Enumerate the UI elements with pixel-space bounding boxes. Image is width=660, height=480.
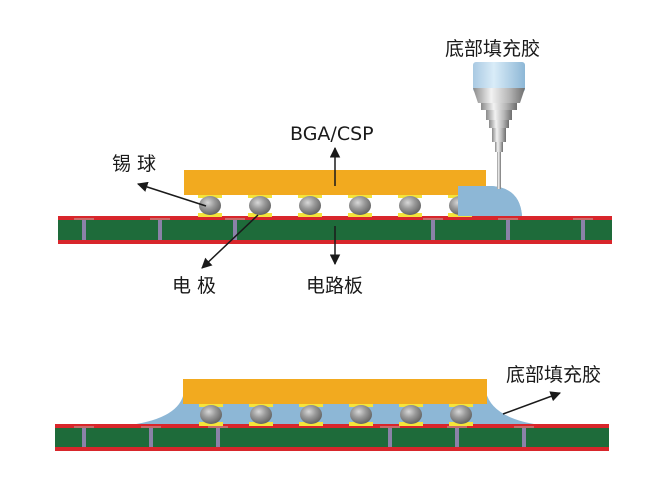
- label-bga-csp: BGA/CSP: [290, 123, 374, 145]
- via: [506, 220, 510, 240]
- via: [82, 428, 86, 447]
- solder-ball: [199, 196, 221, 215]
- via-pad: [225, 218, 245, 220]
- vias: [74, 426, 534, 447]
- label-circuit-board: 电路板: [306, 275, 363, 297]
- via-pad: [498, 218, 518, 220]
- via-pad: [141, 426, 161, 428]
- via-pad: [514, 426, 534, 428]
- solder-ball: [249, 196, 271, 215]
- solder-ball: [250, 405, 272, 424]
- solder-balls: [198, 195, 472, 217]
- label-dispenser-underfill: 底部填充胶: [445, 38, 540, 60]
- circuit-board-bottom: [55, 424, 609, 451]
- via-pad: [74, 218, 94, 220]
- label-underfill: 底部填充胶: [506, 364, 601, 386]
- top-panel: 底部填充胶 BGA/CSP 锡 球 电 极 电路板: [58, 38, 612, 297]
- via-pad: [423, 218, 443, 220]
- arrow-underfill: [502, 391, 561, 415]
- solder-ball: [399, 196, 421, 215]
- solder-ball: [349, 196, 371, 215]
- solder-balls: [199, 404, 473, 426]
- arrow-electrode: [201, 214, 259, 269]
- via-pad: [208, 426, 228, 428]
- arrow-solder-ball: [137, 181, 207, 207]
- dispenser-needle: [473, 62, 525, 189]
- solder-ball: [200, 405, 222, 424]
- via: [431, 220, 435, 240]
- via: [82, 220, 86, 240]
- label-solder-ball: 锡 球: [112, 153, 156, 175]
- solder-ball: [299, 196, 321, 215]
- via-pad: [573, 218, 593, 220]
- via: [149, 428, 153, 447]
- solder-ball: [300, 405, 322, 424]
- via: [216, 428, 220, 447]
- bga-chip: [183, 379, 487, 404]
- via: [388, 428, 392, 447]
- syringe-collar: [473, 88, 525, 103]
- syringe-barrel: [473, 62, 525, 92]
- via-pad: [380, 426, 400, 428]
- underfill-blob-front: [458, 186, 522, 216]
- pcb-top-edge: [58, 216, 612, 220]
- needle-tip: [497, 152, 501, 189]
- via: [581, 220, 585, 240]
- solder-ball: [450, 405, 472, 424]
- bottom-panel: 底部填充胶: [55, 364, 609, 451]
- via-pad: [74, 426, 94, 428]
- via: [455, 428, 459, 447]
- via: [522, 428, 526, 447]
- vias: [74, 218, 593, 240]
- via-pad: [447, 426, 467, 428]
- via: [233, 220, 237, 240]
- via-pad: [150, 218, 170, 220]
- solder-ball: [350, 405, 372, 424]
- solder-ball: [400, 405, 422, 424]
- via: [158, 220, 162, 240]
- label-electrode: 电 极: [172, 275, 216, 297]
